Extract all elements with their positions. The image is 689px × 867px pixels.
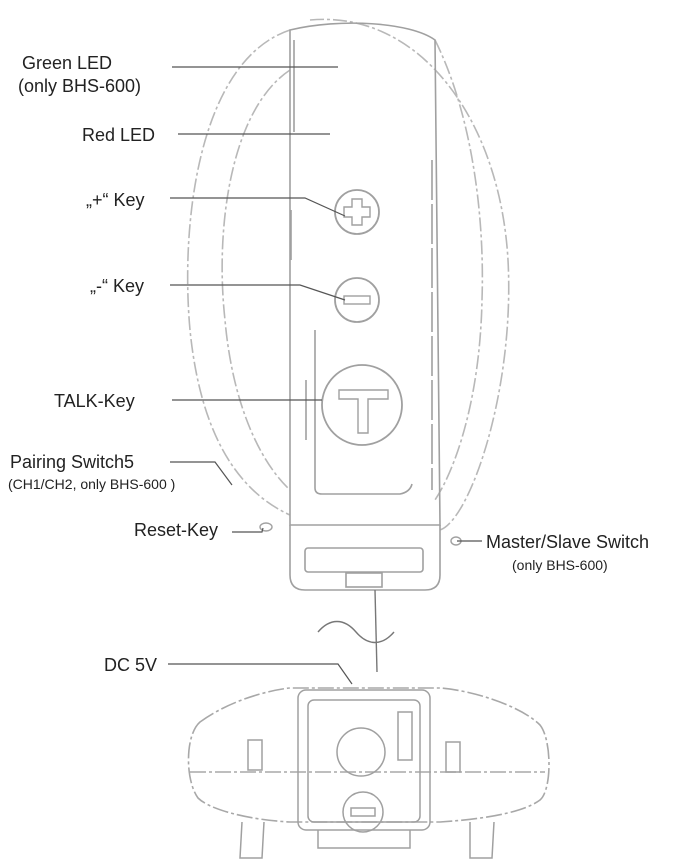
base-left-foot [239,821,265,859]
plus-key-circle [334,189,380,235]
leader-dc-5v [168,663,353,685]
label-plus-key: „+“ Key [86,190,145,210]
connector-slot [304,547,424,573]
body-bottom-cap [289,525,441,591]
base-outline [187,687,550,823]
ear-hook-inner-right [434,39,484,501]
cable-line [374,589,378,673]
plus-icon [343,198,371,226]
label-red-led: Red LED [82,125,156,145]
ear-hook-outline [186,29,291,516]
talk-t-icon [338,389,389,434]
ear-hook-inner-left [221,69,291,491]
minus-key-circle [334,277,380,323]
talk-key-circle [321,364,403,446]
ear-hook-outline-right [309,18,510,531]
base-right-foot [469,821,495,859]
base-right-clip [445,741,461,773]
label-pairing-switch: Pairing Switch5 [10,452,135,472]
base-post [397,711,413,761]
label-minus-key: „-“ Key [90,276,144,296]
main-body [289,22,441,526]
connector-port [345,572,383,588]
base-center-block [297,689,431,831]
leader-reset-key [232,527,264,533]
leader-plus-key [170,197,346,217]
label-talk-key: TALK-Key [54,391,135,411]
label-pairing-switch-note: (CH1/CH2, only BHS-600 ) [8,476,176,492]
leader-pairing-switch [170,461,233,486]
base-left-clip [247,739,263,771]
base-center-foot [317,830,411,849]
minus-icon [343,295,371,305]
label-master-slave-switch: Master/Slave Switch [486,532,650,552]
break-mark [317,620,395,644]
inner-guide [314,330,413,495]
base-socket [342,791,384,833]
base-center-inner [307,699,421,823]
label-green-led: Green LED [22,53,113,73]
dc-jack [336,727,386,777]
reset-key-knob [259,522,273,532]
label-green-led-note: (only BHS-600) [18,76,142,96]
label-reset-key: Reset-Key [134,520,219,540]
base-socket-slot [350,807,376,817]
label-master-slave-note: (only BHS-600) [512,557,608,573]
label-dc-5v: DC 5V [104,655,158,675]
leader-minus-key [170,284,346,301]
